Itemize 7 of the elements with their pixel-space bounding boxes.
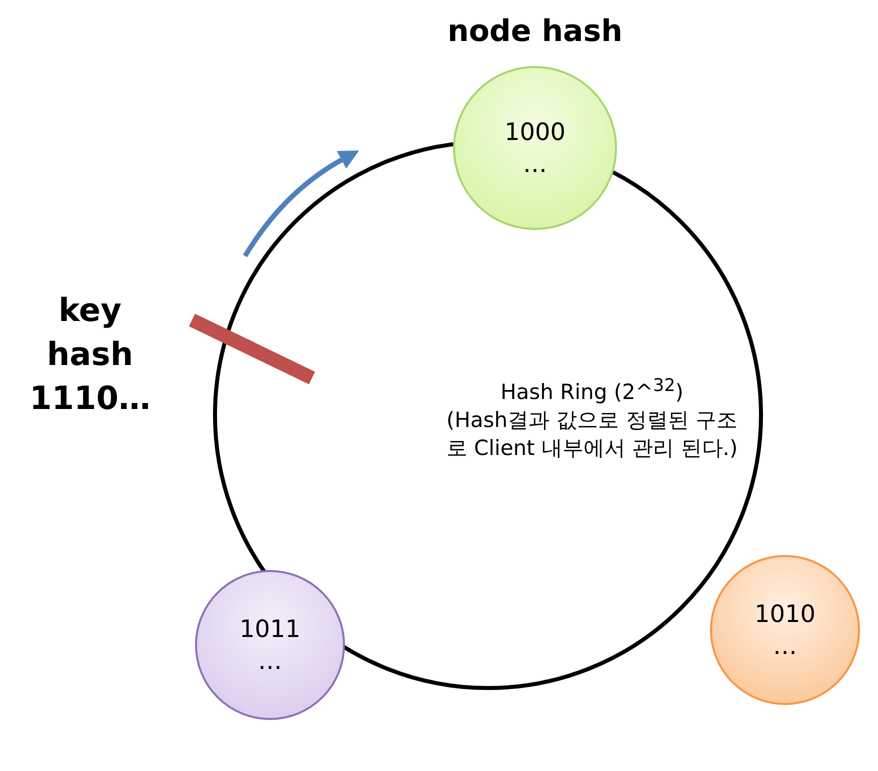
ring-description: (Hash결과 값으로 정렬된 구조 로 Client 내부에서 관리 된다.) [445,407,739,462]
hash-value: 1000 … [504,118,566,178]
node-heading: node hash [447,14,623,49]
hash-value: 1011 … [239,615,301,675]
ring-title: Hash Ring (2^$^{32}$) [500,375,684,406]
key-label: key hash 1110… [28,290,152,419]
hash-value: 1010 … [754,600,816,660]
